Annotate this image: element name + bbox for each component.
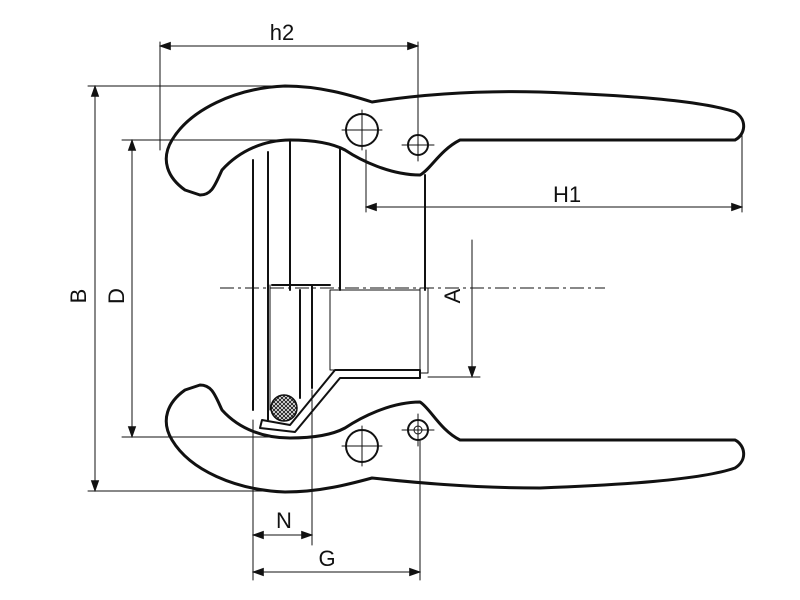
dimension-D	[121, 138, 291, 439]
label-A: A	[440, 288, 465, 303]
label-D: D	[104, 288, 129, 304]
coupler-lip-section	[259, 369, 421, 433]
tube-outline	[329, 289, 421, 371]
pivot-pin-upper-left	[341, 109, 383, 151]
dimension-H1	[364, 129, 744, 213]
label-G: G	[318, 546, 335, 571]
dimension-G	[251, 439, 422, 581]
upper-arm	[164, 84, 746, 197]
dimension-h2	[158, 41, 420, 151]
tube-wall-section	[419, 287, 429, 374]
pivot-pin-lower-left	[341, 425, 383, 467]
gasket-seal	[270, 394, 298, 422]
label-N: N	[276, 508, 292, 533]
lower-arm	[164, 383, 746, 494]
pivot-pin-lower-right	[401, 413, 435, 447]
dimension-A	[427, 239, 481, 379]
dimension-B	[87, 84, 286, 493]
label-h2: h2	[270, 20, 294, 45]
label-B: B	[66, 289, 91, 304]
dimension-N	[251, 389, 314, 546]
label-H1: H1	[553, 182, 581, 207]
